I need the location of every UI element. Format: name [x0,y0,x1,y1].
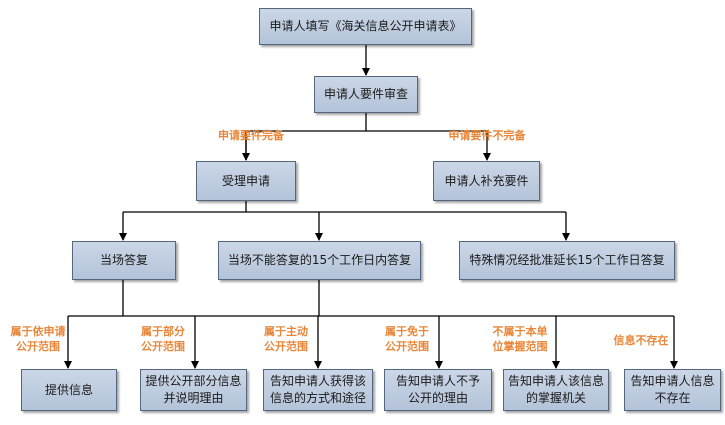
reply-extended-box: 特殊情况经批准延长15个工作日答复 [459,241,675,280]
holding-authority-box: 告知申请人该信息 的掌握机关 [503,369,609,411]
label-not-exist: 信息不存在 [613,334,669,347]
label-complete: 申请要件完备 [218,129,284,142]
label-not-unit-scope: 不属于本单 位掌握范围 [492,325,548,353]
partial-info-box: 提供公开部分信息 并说明理由 [140,369,247,411]
label-active-scope: 属于主动 公开范围 [264,325,308,353]
active-disclosure-box: 告知申请人获得该 信息的方式和途径 [263,369,373,411]
fill-form-box: 申请人填写《海关信息公开申请表》 [259,8,472,45]
reply-15-days-box: 当场不能答复的15个工作日内答复 [218,241,421,280]
label-exempt-scope: 属于免于 公开范围 [385,325,429,353]
review-box: 申请人要件审查 [314,76,418,113]
reply-now-box: 当场答复 [72,241,176,280]
accept-box: 受理申请 [196,161,296,201]
label-incomplete: 申请要件不完备 [448,129,526,142]
info-not-exist-box: 告知申请人信息 不存在 [624,369,721,411]
label-partial-scope: 属于部分 公开范围 [141,325,185,353]
provide-info-box: 提供信息 [21,369,117,411]
arrow-to-supplement [366,130,491,161]
label-in-scope: 属于依申请 公开范围 [10,325,66,353]
exempt-reason-box: 告知申请人不予 公开的理由 [384,369,492,411]
supplement-box: 申请人补充要件 [433,161,540,201]
